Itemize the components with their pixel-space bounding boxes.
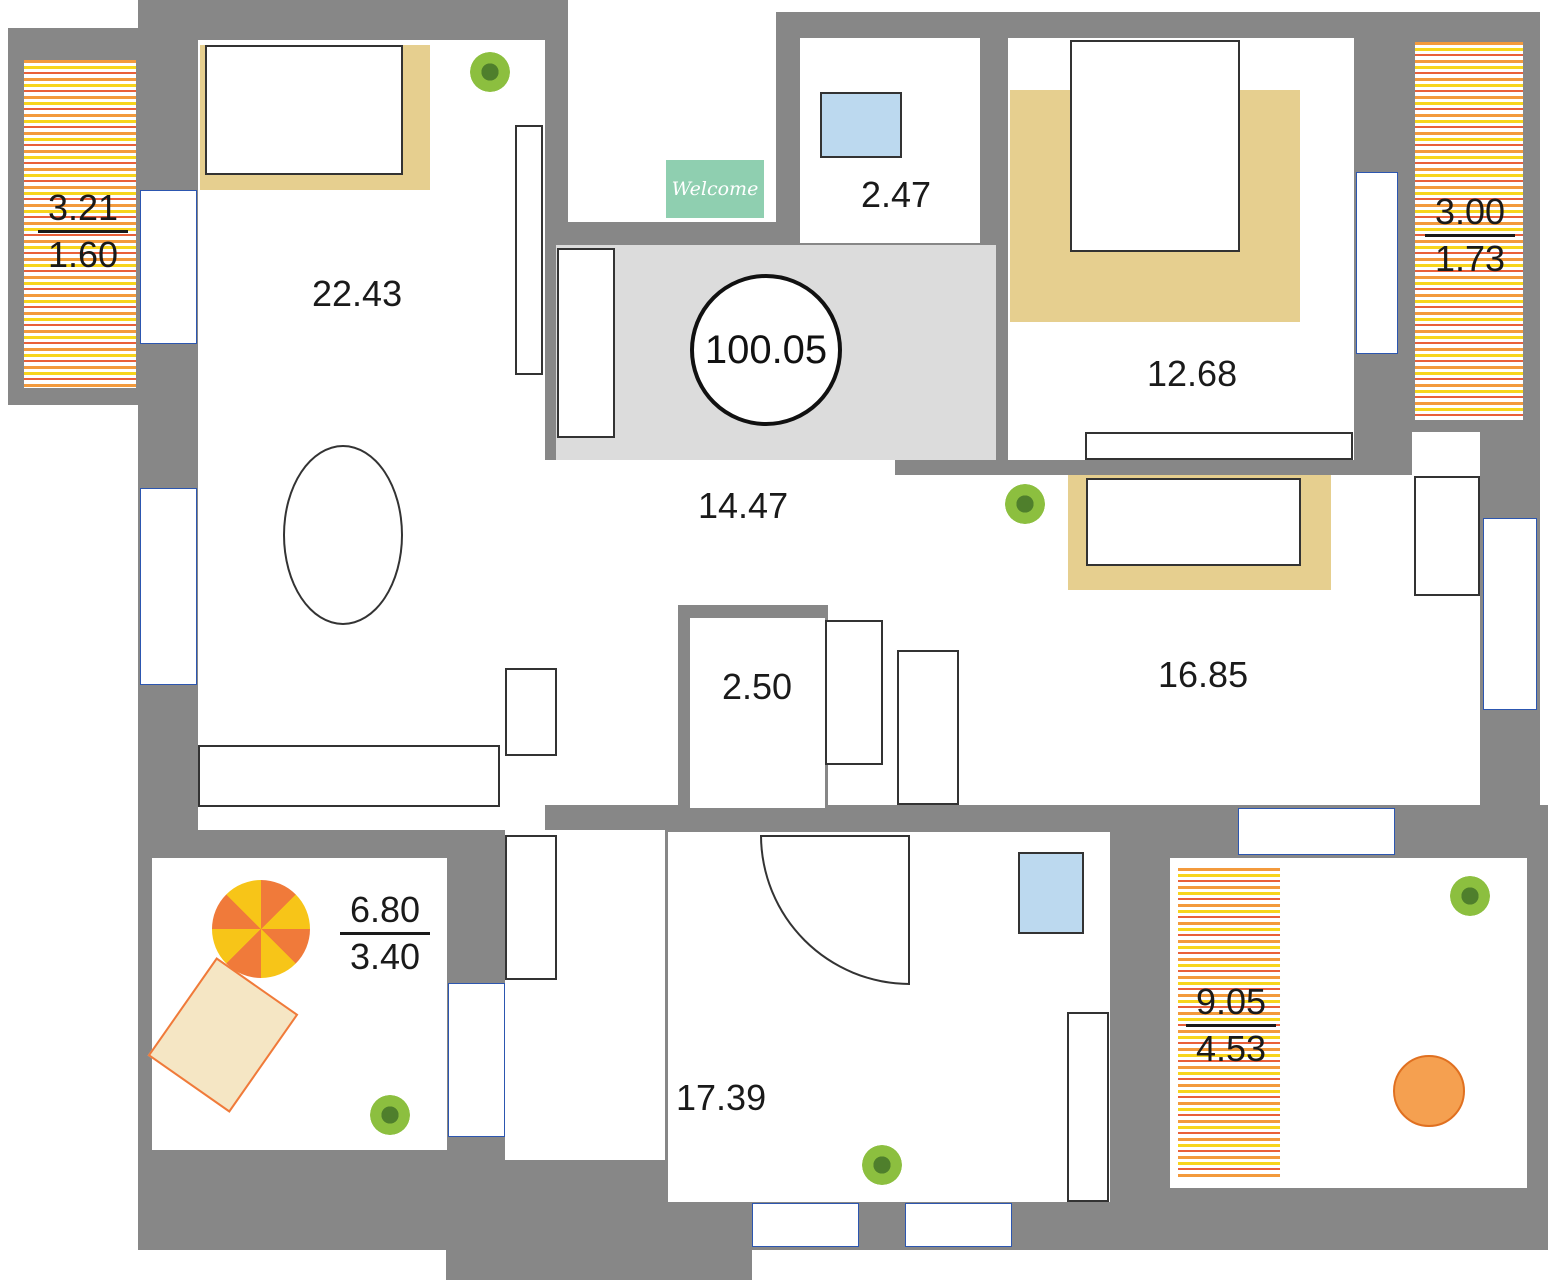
plant-icon [1450,876,1490,916]
room-storage [690,618,825,808]
toilet [1018,852,1084,934]
cabinet [1067,1012,1109,1202]
bed-2 [1086,478,1301,566]
window [1483,518,1537,710]
balcony-area-top-left: 3.21 1.60 [38,186,128,277]
window [140,190,197,344]
window [1356,172,1398,354]
parasol [212,880,310,978]
area-storage: 2.50 [722,666,793,707]
wardrobe [825,620,883,765]
balcony-reduced-area: 1.73 [1434,238,1506,279]
balcony-floor-top-right [1415,42,1523,420]
window [905,1203,1012,1247]
balcony-reduced-area: 4.53 [1195,1028,1267,1069]
bed [1070,40,1240,252]
window [752,1203,859,1247]
patio-table [1393,1055,1465,1127]
balcony-area-top-right: 3.00 1.73 [1425,190,1515,281]
plant-icon [862,1145,902,1185]
area-bedroom: 12.68 [1147,353,1238,394]
area-bathroom-small: 2.47 [861,174,932,215]
area-living-kitchen: 22.43 [312,273,403,314]
window [140,488,197,685]
closet [897,650,959,805]
stove [505,668,557,756]
area-bathroom-large: 17.39 [676,1077,767,1118]
total-area: 100.05 [690,274,842,426]
dining-table [283,445,403,625]
shoe-rack [557,248,615,438]
sofa [205,45,403,175]
balcony-area: 6.80 [340,888,430,935]
balcony-area: 9.05 [1186,980,1276,1027]
balcony-reduced-area: 3.40 [349,936,421,977]
desk [1414,476,1480,596]
balcony-area-bottom-right: 9.05 4.53 [1186,980,1276,1071]
plant-icon [470,52,510,92]
balcony-area-bottom-left: 6.80 3.40 [340,888,430,979]
window [448,983,505,1137]
area-bedroom-2: 16.85 [1158,654,1249,695]
window [1238,808,1395,855]
dresser [1085,432,1353,460]
tv-stand [515,125,543,375]
toilet-small [820,92,902,158]
welcome-mat: Welcome [666,160,764,218]
shelf [505,835,557,980]
kitchen-counter [198,745,500,807]
area-hallway: 14.47 [698,485,789,526]
balcony-reduced-area: 1.60 [47,234,119,275]
plant-icon [370,1095,410,1135]
plant-icon [1005,484,1045,524]
balcony-area: 3.00 [1425,190,1515,237]
balcony-area: 3.21 [38,186,128,233]
balcony-floor-top-left [24,60,136,388]
